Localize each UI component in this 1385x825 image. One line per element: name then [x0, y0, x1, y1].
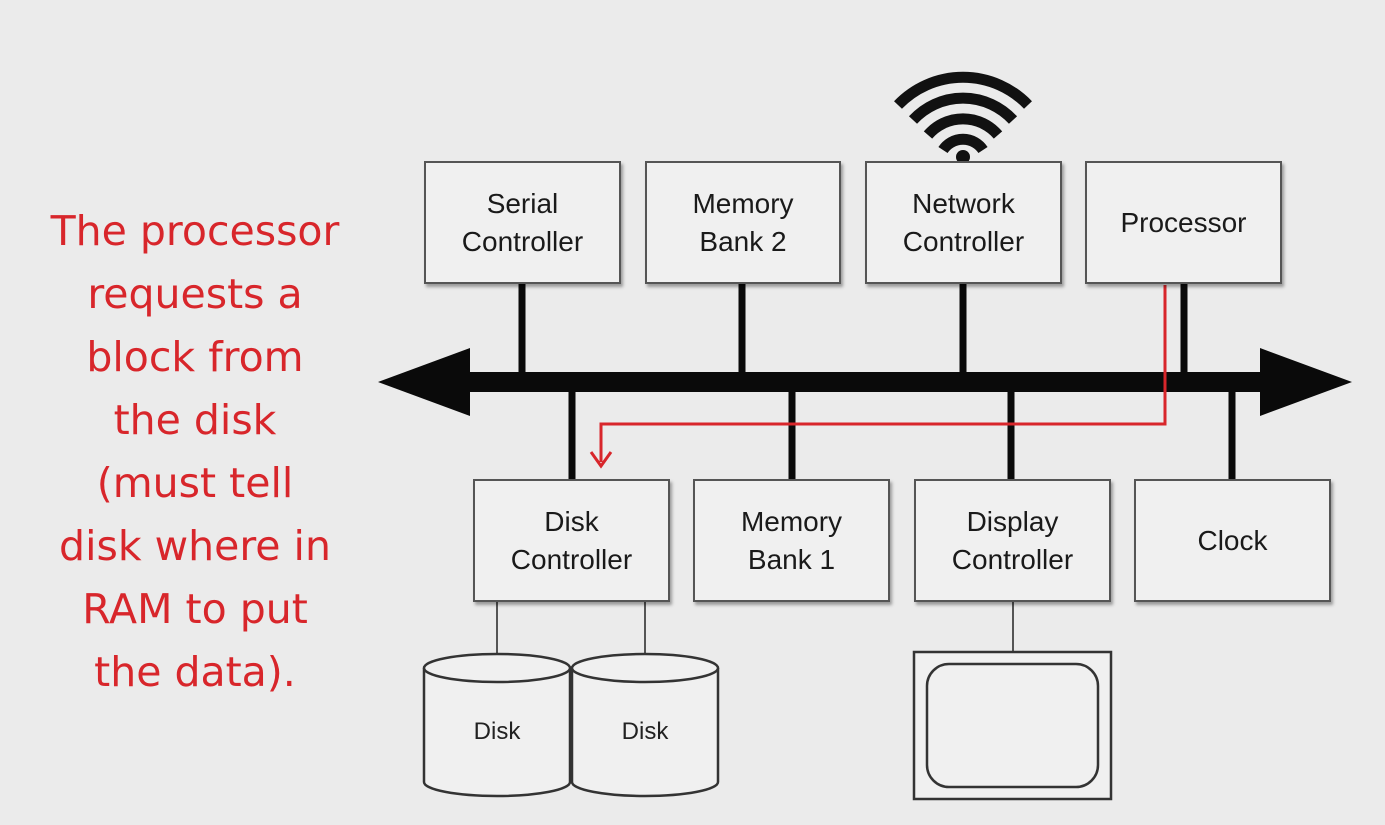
wifi-icon	[894, 71, 1032, 164]
box-label: Clock	[1197, 524, 1268, 556]
box-label: Processor	[1120, 206, 1247, 238]
disk-controller-box: Disk Controller	[473, 479, 670, 602]
box-label: Network	[912, 187, 1015, 219]
bus-double-arrow	[378, 348, 1352, 416]
serial-controller-box: Serial Controller	[424, 161, 621, 284]
display-controller-box: Display Controller	[914, 479, 1111, 602]
memory-bank-1-box: Memory Bank 1	[693, 479, 890, 602]
box-label: Controller	[902, 225, 1025, 257]
caption-line: disk where in	[59, 522, 331, 570]
processor-box: Processor	[1085, 161, 1282, 284]
box-label: Memory	[740, 505, 843, 537]
caption-line: requests a	[87, 270, 303, 318]
disk-links	[496, 601, 1014, 658]
box-label: Controller	[951, 543, 1074, 575]
box-label: Controller	[461, 225, 584, 257]
memory-bank-2-box: Memory Bank 2	[645, 161, 841, 284]
disk-label: Disk	[473, 718, 521, 745]
monitor-icon	[912, 650, 1113, 801]
box-label: Bank 2	[699, 225, 787, 257]
top-connectors	[518, 283, 1188, 378]
caption-line: the data).	[94, 648, 296, 696]
caption-line: RAM to put	[82, 585, 308, 633]
disk-cylinder-icon	[570, 652, 720, 798]
request-arrow	[589, 285, 1167, 469]
box-label: Memory	[692, 187, 794, 219]
box-label: Disk	[544, 505, 599, 537]
caption-line: The processor	[50, 207, 340, 255]
box-label: Bank 1	[747, 543, 836, 575]
box-label: Serial	[486, 187, 559, 219]
network-controller-box: Network Controller	[865, 161, 1062, 284]
caption-line: the disk	[113, 396, 277, 444]
caption-line: block from	[86, 333, 304, 381]
disk-cylinder-icon	[422, 652, 572, 798]
clock-box: Clock	[1134, 479, 1331, 602]
box-label: Controller	[510, 543, 633, 575]
box-label: Display	[966, 505, 1059, 537]
caption-line: (must tell	[96, 459, 294, 507]
disk-label: Disk	[621, 718, 669, 745]
caption-text: The processor requests a block from the …	[20, 200, 370, 704]
bottom-connectors	[568, 385, 1236, 481]
